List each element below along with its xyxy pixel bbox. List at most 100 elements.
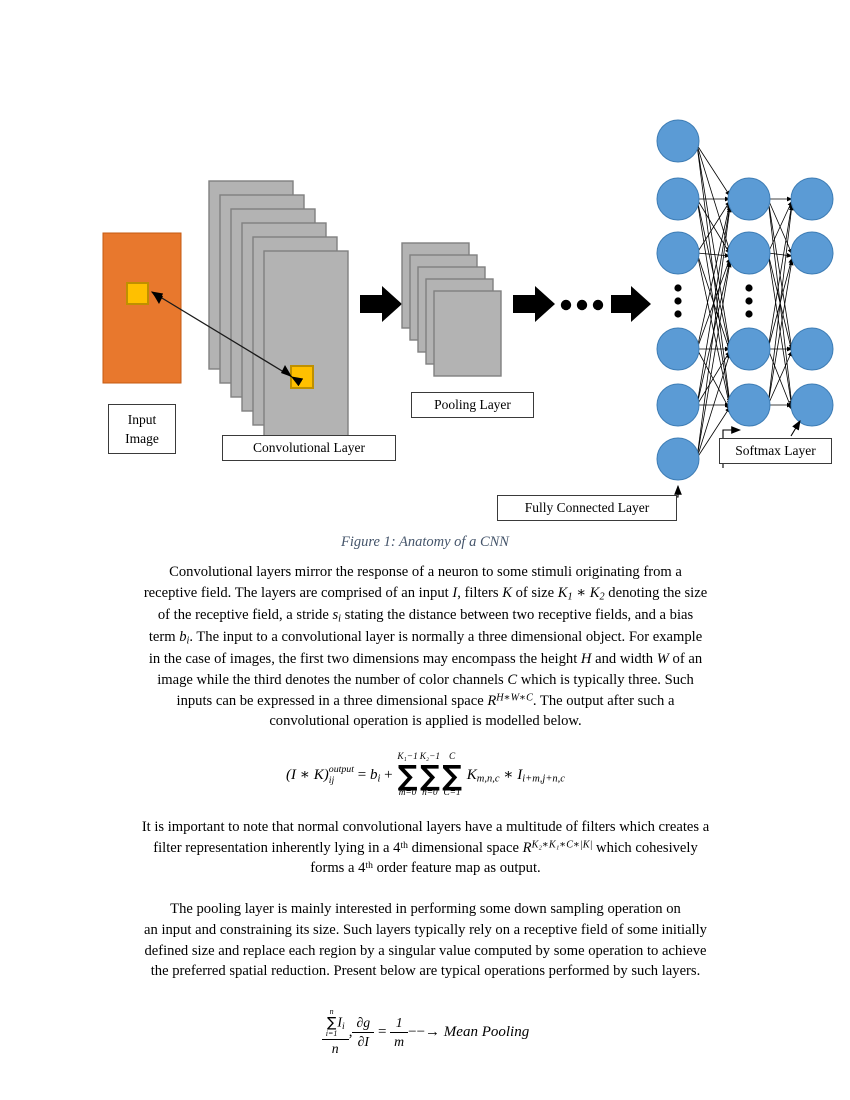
cnn-architecture-figure: Input Image Convolutional Layer Pooling … — [0, 0, 850, 525]
eq2-sum-term-I-sub: i — [342, 1020, 345, 1032]
eq1-lhs-star: ∗ — [296, 766, 314, 783]
pooling-layer-stack — [401, 242, 502, 377]
p2-line2-a: filter representation inherently lying i… — [153, 839, 401, 856]
eq1-term-I-sub: i+m,j+n,c — [522, 773, 565, 785]
p1-var-s: s — [332, 606, 339, 623]
flow-arrow-1 — [360, 286, 402, 322]
p1-line2-a: receptive field. The layers are comprise… — [143, 584, 453, 601]
figure-label-pooling-layer-text: Pooling Layer — [434, 397, 511, 413]
p1-var-R-sup: H∗W∗C — [496, 692, 533, 704]
fully-connected-nodes — [656, 119, 700, 481]
p1-line3-a: of the receptive field, a stride — [157, 606, 333, 623]
figure-label-pooling-layer: Pooling Layer — [411, 392, 534, 418]
equation-mean-pooling: n ∑ i=1 Ii n , ∂g ∂I = 1 m −−→ Mean Pool… — [98, 1006, 753, 1057]
p1-line6-b: which is typically three. Such — [517, 671, 694, 688]
flow-arrow-2 — [513, 286, 555, 322]
eq2-equals: = — [377, 1024, 387, 1041]
p1-var-K: K — [502, 584, 512, 601]
eq2-arrow: −−→ — [408, 1024, 441, 1041]
eq1-lhs-I: I — [291, 766, 297, 783]
figure-label-input-image-text: Input Image — [125, 411, 159, 446]
eq2-frac-partial: ∂g ∂I — [352, 1015, 375, 1050]
p2-line3-a: forms a 4 — [310, 860, 366, 877]
p1-var-K1: K — [557, 584, 568, 601]
eq1-term-K: K — [466, 766, 477, 783]
p1-var-K2-sub: 2 — [599, 591, 605, 603]
eq1-mul: ∗ — [499, 766, 518, 783]
p3-line1: The pooling layer is mainly interested i… — [170, 901, 681, 918]
eq1-sum-2-lower: n=0 — [422, 788, 438, 799]
flow-ellipsis-dots — [560, 299, 604, 311]
p3-line3: defined size and replace each region by … — [144, 942, 707, 959]
eq1-lhs-K: K — [313, 766, 324, 783]
p2-line1: It is important to note that normal conv… — [141, 818, 710, 835]
eq1-sum-3: C ∑ C=1 — [442, 752, 462, 799]
p1-line5-b: and width — [591, 651, 657, 668]
eq1-sum-3-lower: C=1 — [443, 788, 461, 799]
p1-line7-a: inputs can be expressed in a three dimen… — [176, 692, 488, 709]
receptive-field-connector — [150, 291, 304, 387]
p1-line2-op: ∗ — [572, 584, 590, 601]
eq2-result-label: Mean Pooling — [443, 1024, 530, 1041]
eq1-sum-1-upper: K₁−1 — [397, 752, 418, 763]
eq1-term-I: I — [517, 766, 523, 783]
p1-var-C: C — [507, 671, 518, 688]
eq2-frac3-denominator: m — [394, 1034, 405, 1050]
eq1-lhs-close: ) — [323, 766, 329, 783]
p1-var-b-sub: i — [186, 635, 190, 647]
eq1-lhs-open: ( — [286, 766, 292, 783]
p1-line2-b: , filters — [457, 584, 503, 601]
paragraph-2: It is important to note that normal conv… — [98, 817, 753, 879]
figure-label-fully-connected-layer: Fully Connected Layer — [497, 495, 677, 521]
figure-label-convolutional-layer-text: Convolutional Layer — [252, 440, 366, 456]
eq1-equals: = — [357, 766, 367, 783]
p2-ordinal-th-1: th — [400, 839, 408, 851]
p1-var-K1-sub: 1 — [567, 591, 573, 603]
eq1-sum-2-sigma: ∑ — [419, 758, 440, 792]
p1-line2-c: of size — [511, 584, 558, 601]
p3-line4: the preferred spatial reduction. Present… — [150, 963, 701, 980]
eq2-frac2-denominator: ∂I — [357, 1034, 370, 1050]
p1-var-I: I — [452, 584, 458, 601]
p1-var-W: W — [656, 651, 669, 668]
figure-canvas — [102, 119, 834, 515]
p1-line5-c: of an — [668, 651, 703, 668]
eq2-frac-one-over-m: 1 m — [390, 1015, 409, 1050]
eq2-comma: , — [348, 1024, 353, 1041]
eq1-lhs-sub: ij — [328, 774, 335, 786]
eq2-sum-sigma: ∑ — [326, 1014, 337, 1031]
p3-line2: an input and constraining its size. Such… — [144, 921, 707, 938]
p1-var-b: b — [179, 629, 187, 646]
eq1-bias: b — [369, 766, 378, 783]
figure-label-fully-connected-layer-text: Fully Connected Layer — [524, 500, 650, 516]
eq2-frac1-denominator: n — [331, 1041, 339, 1057]
p1-line1: Convolutional layers mirror the response… — [169, 564, 682, 580]
eq2-inline-sum: n ∑ i=1 — [326, 1006, 338, 1038]
document-body: Convolutional layers mirror the response… — [98, 562, 753, 1057]
p2-var-R-sup: K₂∗K₁∗C∗|K| — [531, 839, 593, 851]
eq2-frac2-numerator: ∂g — [352, 1015, 375, 1034]
eq1-bias-sub: i — [377, 773, 381, 785]
eq2-sum-upper: n — [329, 1006, 334, 1016]
p2-ordinal-th-2: th — [365, 860, 373, 872]
figure-caption: Figure 1: Anatomy of a CNN — [341, 534, 509, 550]
p1-line7-b: . The output after such a — [532, 692, 675, 709]
eq1-sum-2-upper: K₂−1 — [419, 752, 441, 763]
eq1-plus: + — [384, 766, 393, 783]
p1-line4-c: . The input to a convolutional layer is … — [189, 629, 703, 646]
eq1-sum-1-lower: m=0 — [398, 788, 417, 799]
p2-line2-c: which cohesively — [592, 839, 698, 856]
p1-var-H: H — [580, 651, 592, 668]
hidden-layer-nodes — [727, 177, 771, 427]
p2-line2-b: dimensional space — [407, 839, 523, 856]
eq2-sum-term-I: I — [337, 1014, 343, 1030]
convolutional-layer-stack — [208, 180, 349, 440]
paragraph-1: Convolutional layers mirror the response… — [98, 562, 753, 732]
p1-var-s-sub: i — [338, 613, 341, 625]
eq1-sum-3-sigma: ∑ — [442, 758, 462, 792]
eq1-sum-1: K₁−1 ∑ m=0 — [397, 752, 417, 799]
p1-line6-a: image while the third denotes the number… — [157, 671, 508, 688]
p2-line3-b: order feature map as output. — [372, 860, 541, 877]
figure-label-softmax-layer: Softmax Layer — [719, 438, 832, 464]
figure-label-convolutional-layer: Convolutional Layer — [222, 435, 396, 461]
